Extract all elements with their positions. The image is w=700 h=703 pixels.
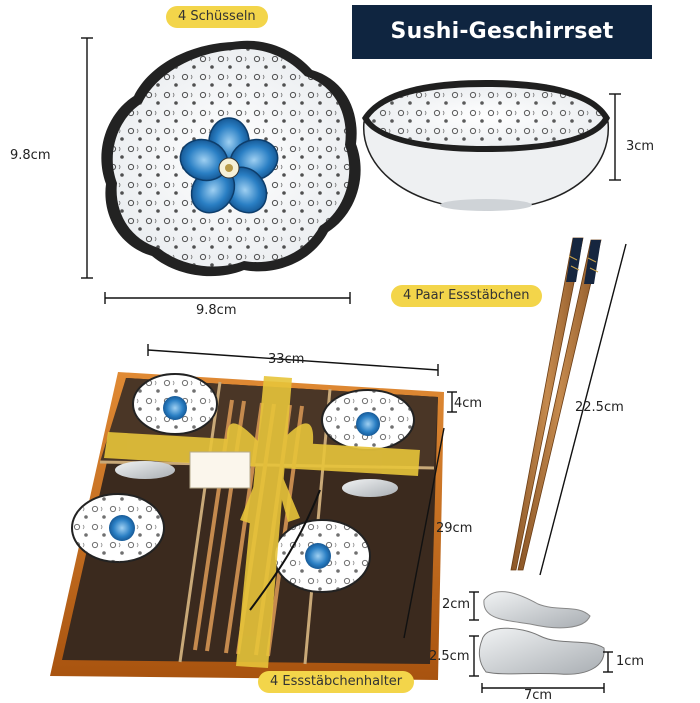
dim-box-width: 33cm <box>268 352 305 367</box>
box-bowl <box>321 389 415 451</box>
dim-box-length: 29cm <box>436 521 473 536</box>
chopstick-rest-large <box>478 627 605 675</box>
bowl-side-view <box>362 80 610 211</box>
gift-box-set <box>50 372 444 680</box>
dim-bowl-width: 9.8cm <box>196 303 237 318</box>
title-banner: Sushi-Geschirrset <box>352 5 652 59</box>
dim-bowl-height: 9.8cm <box>10 148 51 163</box>
box-bowl <box>71 493 165 563</box>
dim-bowl-depth: 3cm <box>626 139 655 154</box>
box-bowl <box>132 373 218 435</box>
label-chopsticks: 4 Paar Essstäbchen <box>391 285 542 307</box>
dim-chopstick-length: 22.5cm <box>575 400 624 415</box>
bowl-dimension-lines <box>81 37 621 304</box>
dim-box-depth: 4cm <box>454 396 483 411</box>
chopsticks-pair <box>510 237 602 571</box>
bowl-top-view <box>101 40 361 277</box>
dim-rest-height-small: 2cm <box>442 597 471 612</box>
chopstick-rest-small <box>483 591 591 629</box>
label-bowls: 4 Schüsseln <box>166 6 268 28</box>
rest-dimension-lines <box>469 591 613 693</box>
blue-flower-icon <box>179 117 279 214</box>
label-chopstick-rests: 4 Essstäbchenhalter <box>258 671 415 693</box>
dim-rest-length: 7cm <box>524 688 553 703</box>
dim-rest-side: 1cm <box>616 654 645 669</box>
box-dimension-lines <box>147 344 457 639</box>
chopstick-dimension-line <box>539 243 627 576</box>
dim-rest-height-large: 2.5cm <box>429 649 470 664</box>
